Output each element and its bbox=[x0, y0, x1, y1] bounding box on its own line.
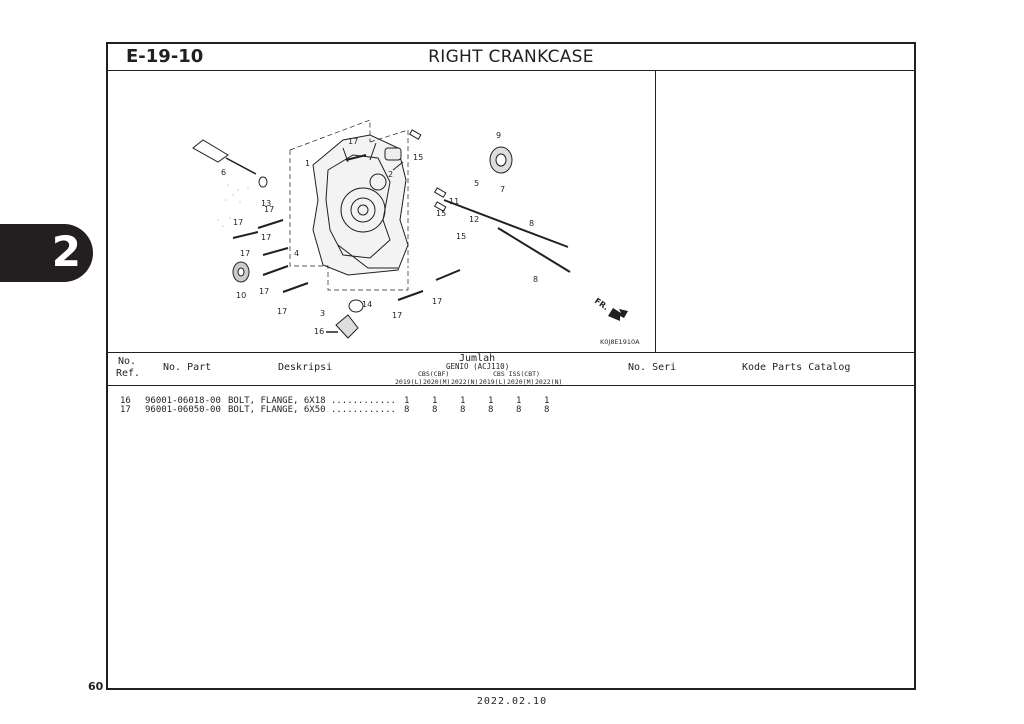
svg-text:1: 1 bbox=[305, 159, 310, 168]
row-qty: 1 bbox=[460, 396, 466, 406]
svg-text:7: 7 bbox=[500, 185, 505, 194]
svg-text:17: 17 bbox=[261, 233, 271, 242]
row-qty: 8 bbox=[460, 405, 466, 415]
section-title: RIGHT CRANKCASE bbox=[428, 47, 594, 67]
svg-text:15: 15 bbox=[436, 209, 446, 218]
svg-text:13: 13 bbox=[261, 199, 271, 208]
svg-text:17: 17 bbox=[259, 287, 269, 296]
svg-text:14: 14 bbox=[362, 300, 372, 309]
svg-text:17: 17 bbox=[348, 137, 358, 146]
header-description: Deskripsi bbox=[278, 362, 333, 373]
row-qty: 1 bbox=[544, 396, 550, 406]
chapter-tab: 2 bbox=[0, 224, 93, 282]
svg-text:8: 8 bbox=[533, 275, 538, 284]
svg-text:3: 3 bbox=[320, 309, 325, 318]
svg-text:4: 4 bbox=[294, 249, 299, 258]
header-part-no: No. Part bbox=[163, 362, 212, 373]
header-year-3: 2022(N) bbox=[451, 378, 479, 386]
header-year-4: 2019(L) bbox=[479, 378, 507, 386]
header-year-2: 2020(M) bbox=[423, 378, 451, 386]
svg-text:16: 16 bbox=[314, 327, 324, 336]
svg-text:10: 10 bbox=[236, 291, 246, 300]
header-catalog: Kode Parts Catalog bbox=[742, 362, 851, 373]
row-qty: 1 bbox=[432, 396, 438, 406]
header-year-6: 2022(N) bbox=[535, 378, 563, 386]
row-qty: 1 bbox=[488, 396, 494, 406]
svg-text:9: 9 bbox=[496, 131, 501, 140]
header-year-1: 2019(L) bbox=[395, 378, 423, 386]
svg-text:FR.: FR. bbox=[593, 296, 610, 312]
svg-text:2: 2 bbox=[388, 170, 393, 179]
section-code: E-19-10 bbox=[126, 46, 204, 67]
header-ref-line1: No. bbox=[118, 356, 137, 367]
row-qty: 8 bbox=[432, 405, 438, 415]
header-model: GENIO (ACJ110) bbox=[446, 362, 510, 371]
header-serial: No. Seri bbox=[628, 362, 677, 373]
header-group-cbs: CBS(CBF) bbox=[418, 370, 450, 378]
bearing-9 bbox=[489, 146, 513, 174]
svg-text:15: 15 bbox=[413, 153, 423, 162]
front-arrow: FR. bbox=[593, 296, 628, 321]
title-bar: E-19-10 RIGHT CRANKCASE bbox=[108, 44, 914, 71]
row-qty: 1 bbox=[516, 396, 522, 406]
svg-text:15: 15 bbox=[456, 232, 466, 241]
shading-dots bbox=[217, 184, 249, 227]
seal-10 bbox=[232, 261, 250, 283]
row-qty: 8 bbox=[544, 405, 550, 415]
header-group-cbs-iss: CBS ISS(CBT) bbox=[493, 370, 540, 378]
row-qty: 8 bbox=[516, 405, 522, 415]
chapter-tab-number: 2 bbox=[51, 227, 81, 276]
page-number: 60 bbox=[88, 680, 104, 693]
dipstick bbox=[192, 139, 257, 175]
svg-text:17: 17 bbox=[233, 218, 243, 227]
header-ref-line2: Ref. bbox=[116, 368, 141, 379]
row-part-no: 96001-06018-00 bbox=[145, 396, 221, 406]
table-row: 16 96001-06018-00 BOLT, FLANGE, 6X18 ...… bbox=[108, 396, 914, 406]
svg-text:11: 11 bbox=[449, 197, 459, 206]
svg-text:8: 8 bbox=[529, 219, 534, 228]
header-quantity: Jumlah bbox=[459, 353, 496, 364]
row-part-no: 96001-06050-00 bbox=[145, 405, 221, 415]
row-description: BOLT, FLANGE, 6X18 ............ bbox=[228, 396, 396, 406]
svg-text:17: 17 bbox=[240, 249, 250, 258]
svg-text:17: 17 bbox=[277, 307, 287, 316]
row-description: BOLT, FLANGE, 6X50 ............ bbox=[228, 405, 396, 415]
table-row: 17 96001-06050-00 BOLT, FLANGE, 6X50 ...… bbox=[108, 405, 914, 415]
callout-labels: 1 2 3 4 5 6 7 8 8 9 10 11 12 13 14 15 15… bbox=[221, 131, 538, 336]
svg-text:17: 17 bbox=[392, 311, 402, 320]
row-ref: 16 bbox=[120, 396, 131, 406]
footer-date: 2022.02.10 bbox=[476, 696, 548, 707]
svg-text:17: 17 bbox=[432, 297, 442, 306]
crankcase-diagram: FR. 1 2 3 4 5 6 7 8 8 9 10 11 12 13 14 1… bbox=[192, 119, 640, 346]
crankcase-body bbox=[312, 134, 409, 276]
header-year-5: 2020(M) bbox=[507, 378, 535, 386]
table-header: No. Ref. No. Part Deskripsi Jumlah GENIO… bbox=[108, 352, 914, 386]
row-qty: 8 bbox=[404, 405, 410, 415]
row-qty: 1 bbox=[404, 396, 410, 406]
svg-text:12: 12 bbox=[469, 215, 479, 224]
svg-text:6: 6 bbox=[221, 168, 226, 177]
diagram-code: K0J8E1910A bbox=[600, 338, 640, 346]
row-ref: 17 bbox=[120, 405, 131, 415]
svg-text:17: 17 bbox=[264, 205, 274, 214]
exploded-diagram: FR. 1 2 3 4 5 6 7 8 8 9 10 11 12 13 14 1… bbox=[108, 70, 656, 352]
parts-page-frame: E-19-10 RIGHT CRANKCASE bbox=[106, 42, 916, 690]
row-qty: 8 bbox=[488, 405, 494, 415]
svg-text:5: 5 bbox=[474, 179, 479, 188]
bolts-17 bbox=[232, 154, 461, 301]
